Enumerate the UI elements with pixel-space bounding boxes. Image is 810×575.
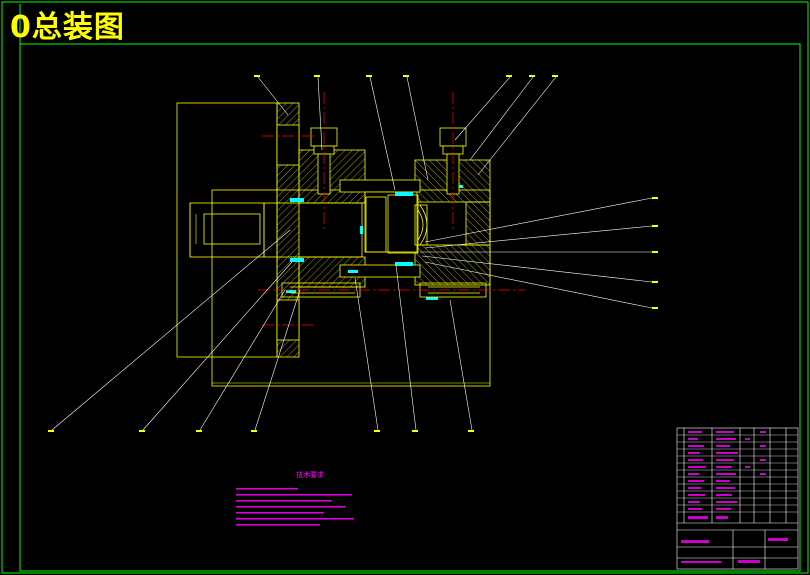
title-block xyxy=(676,427,799,570)
drawing-title: 0总装图 xyxy=(10,10,125,45)
parts-list-rows xyxy=(677,434,798,513)
balloon-markers xyxy=(48,75,658,432)
technical-notes-lines xyxy=(236,488,354,526)
technical-notes: 技术要求 xyxy=(236,470,356,536)
leader-lines xyxy=(51,76,653,431)
dimension-lines xyxy=(189,203,490,384)
technical-notes-title: 技术要求 xyxy=(296,471,324,479)
parts-list-fills xyxy=(681,431,788,563)
bearing-assembly xyxy=(365,194,428,254)
left-plate xyxy=(176,102,300,358)
